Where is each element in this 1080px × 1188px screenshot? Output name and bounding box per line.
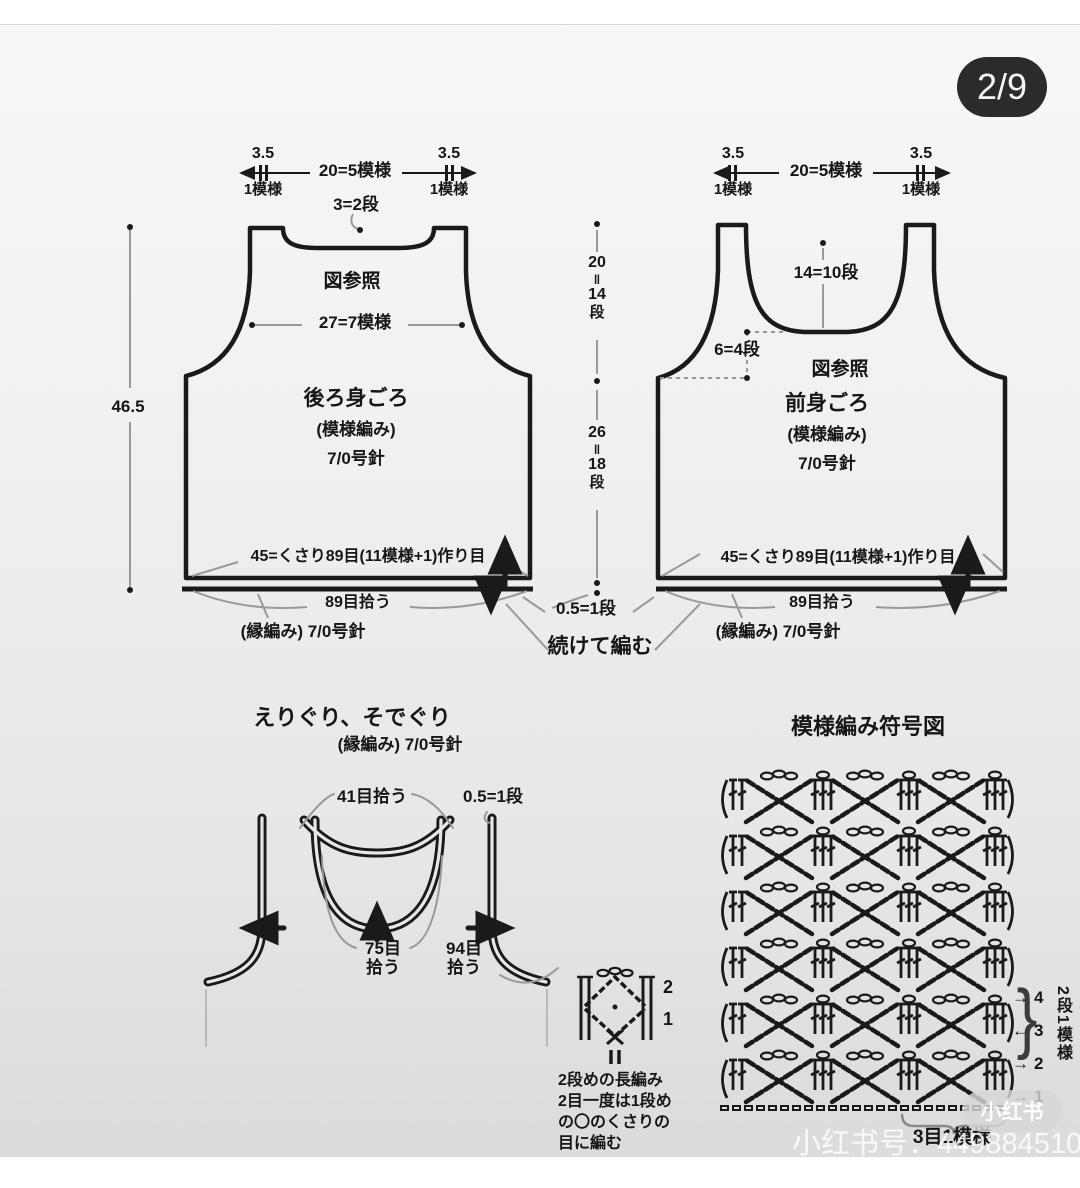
bottom-white-band bbox=[0, 1157, 1080, 1188]
arrow-right-icon: → bbox=[1012, 988, 1029, 1007]
front-width-top: 20=5模様 bbox=[789, 161, 863, 180]
edging-front-neck-pickup: 75目 拾う bbox=[365, 939, 401, 977]
center-upper-measure: 20 ‖ 14 段 bbox=[588, 254, 606, 322]
chart-row bbox=[723, 771, 1013, 822]
edging-diagram bbox=[203, 793, 559, 1047]
edging-neck-pickup: 41目拾う bbox=[337, 787, 407, 806]
chart-repeat-sts: 8目1模様 bbox=[912, 1127, 992, 1148]
back-width-top: 20=5模様 bbox=[318, 161, 392, 180]
watermark-pill: 小红书 bbox=[962, 1090, 1062, 1132]
front-tick-marks bbox=[728, 165, 925, 181]
back-neck-drop: 3=2段 bbox=[333, 195, 379, 214]
chart-row bbox=[723, 883, 1013, 934]
legend-note: 2段めの長編み 2目一度は1段め の〇のくさりの 目に編む bbox=[558, 1072, 672, 1152]
front-hook-size: 7/0号針 bbox=[798, 454, 856, 473]
back-hook-size: 7/0号針 bbox=[327, 449, 385, 468]
chart-row-label-2: → 2 bbox=[1012, 1054, 1044, 1073]
stitch-symbol-chart bbox=[720, 771, 1013, 1135]
arrow-right-icon: → bbox=[1012, 1054, 1029, 1073]
back-unit-left: 1模様 bbox=[243, 181, 283, 198]
continue-knitting: 続けて編む bbox=[547, 635, 653, 658]
front-neck-depth: 14=10段 bbox=[793, 263, 859, 282]
edging-half-row: 0.5=1段 bbox=[462, 787, 524, 806]
center-lower-measure: 26 ‖ 18 段 bbox=[588, 424, 606, 492]
chart-row bbox=[723, 939, 1013, 990]
back-piece-marks bbox=[127, 224, 465, 593]
front-stitch-type: (模様編み) bbox=[787, 425, 867, 444]
front-piece-marks bbox=[744, 240, 826, 381]
back-edging: (縁編み) 7/0号針 bbox=[240, 622, 366, 641]
legend-motif bbox=[577, 966, 655, 1064]
top-white-band bbox=[0, 0, 1080, 25]
back-unit-right: 1模様 bbox=[429, 181, 469, 198]
center-measure-dots bbox=[594, 221, 600, 596]
chart-rows-brace: } bbox=[1016, 973, 1038, 1061]
back-tick-marks bbox=[259, 165, 454, 181]
edging-armhole-pickup: 94目 拾う bbox=[446, 939, 482, 977]
front-piece-name: 前身ごろ bbox=[785, 392, 869, 415]
legend-row-2: 2 bbox=[662, 977, 674, 997]
chart-row bbox=[723, 995, 1013, 1046]
arrow-left-icon: ← bbox=[1012, 1021, 1029, 1040]
chart-row-label-3: ← 3 bbox=[1012, 1021, 1044, 1040]
legend-row-1: 1 bbox=[662, 1009, 674, 1029]
back-shoulder-width: 27=7模様 bbox=[318, 313, 392, 332]
front-pick-up: 89目拾う bbox=[789, 594, 855, 611]
back-width-left: 3.5 bbox=[251, 145, 275, 162]
back-height: 46.5 bbox=[111, 397, 145, 416]
dc2tog-symbol bbox=[609, 1050, 621, 1064]
center-measure-lines bbox=[505, 230, 701, 651]
back-piece-name: 後ろ身ごろ bbox=[303, 387, 409, 410]
front-see-diagram: 図参照 bbox=[811, 359, 869, 380]
chart-row-label-4: → 4 bbox=[1012, 988, 1044, 1007]
back-see-diagram: 図参照 bbox=[323, 271, 381, 292]
front-width-right: 3.5 bbox=[909, 145, 933, 162]
back-width-right: 3.5 bbox=[437, 145, 461, 162]
front-edging: (縁編み) 7/0号針 bbox=[715, 622, 841, 641]
front-underarm: 6=4段 bbox=[714, 340, 760, 359]
front-hem-arrows bbox=[937, 534, 986, 616]
edging-subtitle: (縁編み) 7/0号針 bbox=[337, 735, 463, 754]
front-unit-right: 1模様 bbox=[901, 181, 941, 198]
chart-repeat-rows: 2段1模様 bbox=[1054, 986, 1071, 1062]
back-cast-on: 45=くさり89目(11模様+1)作り目 bbox=[250, 548, 486, 565]
front-cast-on: 45=くさり89目(11模様+1)作り目 bbox=[720, 549, 956, 566]
back-stitch-type: (模様編み) bbox=[316, 420, 396, 439]
back-hem-arrows bbox=[473, 534, 523, 616]
chart-title: 模様編み符号図 bbox=[790, 714, 946, 739]
watermark-id-text: 小红书号：4498845106 bbox=[792, 1128, 1080, 1160]
front-width-left: 3.5 bbox=[721, 145, 745, 162]
chart-row bbox=[723, 827, 1013, 878]
front-unit-left: 1模様 bbox=[713, 181, 753, 198]
back-piece-guides bbox=[129, 166, 529, 619]
back-pick-up: 89目拾う bbox=[325, 594, 391, 611]
edging-title: えりぐり、そでぐり bbox=[253, 705, 451, 730]
page-counter-badge: 2/9 bbox=[957, 57, 1047, 117]
center-half-row: 0.5=1段 bbox=[555, 599, 617, 618]
